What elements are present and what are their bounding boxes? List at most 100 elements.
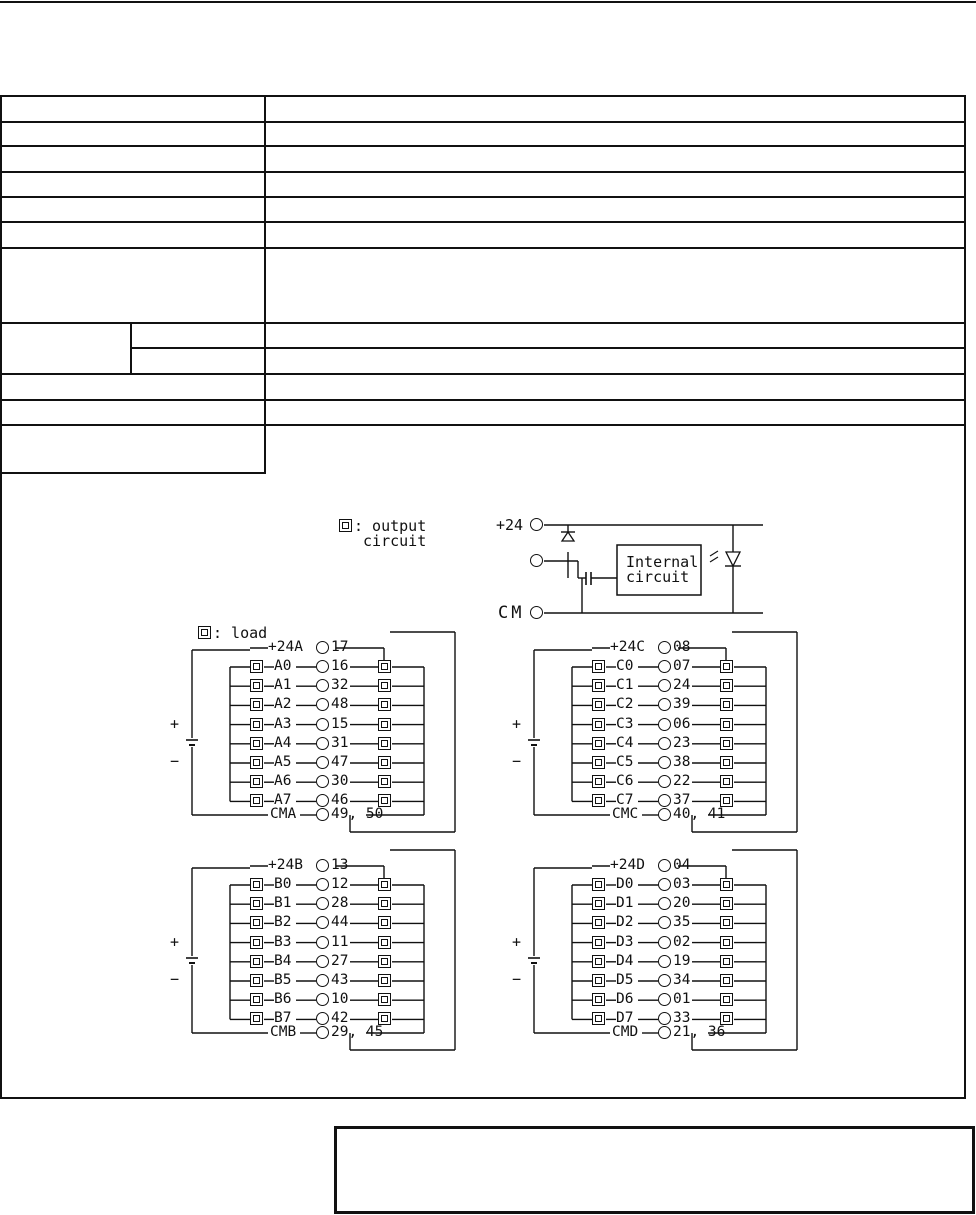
output-circuit-icon	[720, 954, 733, 968]
note-box	[334, 1126, 975, 1214]
output-circuit-icon	[378, 935, 391, 949]
output-terminal-pin	[316, 679, 329, 693]
common-terminal-pin	[316, 808, 329, 821]
output-pin-number: 02	[673, 933, 691, 950]
common-terminal-pin	[658, 1026, 671, 1039]
battery-minus-sign: −	[170, 970, 180, 988]
output-terminal-pin	[658, 756, 671, 769]
load-icon	[592, 717, 605, 731]
output-terminal-pin	[658, 993, 671, 1007]
output-terminal-pin	[316, 974, 329, 987]
output-circuit-icon	[378, 954, 391, 968]
output-circuit-icon	[378, 775, 391, 789]
battery-minus-sign: −	[170, 752, 180, 770]
output-terminal-pin	[316, 897, 329, 911]
output-terminal-pin	[316, 1012, 329, 1026]
output-circuit-icon	[720, 916, 733, 930]
supply-terminal-pin	[316, 859, 329, 872]
output-pin-number: 42	[331, 1010, 349, 1027]
output-circuit-icon	[720, 935, 733, 949]
output-pin-number: 46	[331, 792, 349, 809]
wire	[709, 550, 719, 557]
load-icon	[592, 756, 605, 769]
page-header-rule	[0, 1, 976, 3]
output-signal-label: C0	[616, 658, 634, 674]
load-icon	[592, 698, 605, 712]
output-circuit-icon	[720, 974, 733, 987]
output-signal-label: A4	[274, 734, 292, 751]
output-terminal-pin	[316, 717, 329, 731]
output-circuit-icon	[378, 717, 391, 731]
circuit-output-terminal	[530, 554, 543, 567]
output-pin-number: 12	[331, 876, 349, 892]
load-icon	[592, 935, 605, 949]
output-signal-label: D6	[616, 991, 634, 1008]
output-pin-number: 11	[331, 933, 349, 950]
battery-minus-sign: −	[512, 970, 522, 988]
output-pin-number: 48	[331, 696, 349, 713]
output-terminal-pin	[658, 897, 671, 911]
output-circuit-icon	[378, 916, 391, 930]
output-pin-number: 30	[331, 773, 349, 790]
output-pin-number: 39	[673, 696, 691, 713]
load-icon	[592, 775, 605, 789]
output-terminal-pin	[658, 660, 671, 673]
load-icon	[592, 974, 605, 987]
load-icon	[250, 775, 263, 789]
supply-terminal-pin	[316, 641, 329, 654]
internal-circuit-box	[616, 544, 702, 596]
supply-terminal-label: +24B	[268, 857, 303, 873]
table-row-divider	[2, 247, 964, 249]
output-terminal-pin	[316, 698, 329, 712]
output-pin-number: 06	[673, 715, 691, 732]
output-terminal-pin	[658, 916, 671, 930]
output-pin-number: 44	[331, 914, 349, 931]
output-circuit-icon	[720, 717, 733, 731]
output-signal-label: B3	[274, 933, 292, 950]
output-terminal-pin	[316, 660, 329, 673]
output-circuit-icon	[720, 1012, 733, 1026]
output-pin-number: 01	[673, 991, 691, 1008]
output-pin-number: 35	[673, 914, 691, 931]
output-pin-number: 22	[673, 773, 691, 790]
load-icon	[250, 878, 263, 891]
output-terminal-pin	[658, 717, 671, 731]
output-terminal-pin	[316, 794, 329, 808]
battery-plus-sign: +	[170, 715, 180, 733]
table-row-divider	[2, 399, 964, 401]
output-signal-label: A0	[274, 658, 292, 674]
output-pin-number: 31	[331, 734, 349, 751]
table-row-divider	[2, 373, 964, 375]
output-terminal-pin	[316, 756, 329, 769]
output-pin-number: 43	[331, 972, 349, 988]
output-terminal-pin	[316, 736, 329, 750]
load-icon	[592, 736, 605, 750]
diode-icon	[560, 530, 576, 542]
output-circuit-icon	[378, 756, 391, 769]
table-row-divider	[2, 145, 964, 147]
output-terminal-pin	[316, 954, 329, 968]
output-signal-label: C5	[616, 754, 634, 770]
output-pin-number: 47	[331, 754, 349, 770]
supply-terminal-label: +24D	[610, 857, 645, 873]
output-terminal-pin	[316, 775, 329, 789]
output-signal-label: D0	[616, 876, 634, 892]
table-row-divider	[2, 322, 964, 324]
load-legend: : load	[213, 624, 268, 642]
output-circuit-icon	[720, 897, 733, 911]
common-pin-number: 40, 41	[673, 806, 726, 822]
circuit-supply-terminal	[530, 518, 543, 531]
output-circuit-legend: : output circuit	[354, 517, 427, 550]
output-circuit-icon	[378, 660, 391, 673]
output-terminal-pin	[658, 954, 671, 968]
output-pin-number: 37	[673, 792, 691, 809]
supply-terminal-pin	[658, 641, 671, 654]
output-pin-number: 28	[331, 895, 349, 912]
specification-table	[0, 95, 966, 1099]
table-row-divider	[2, 171, 964, 173]
output-circuit-icon	[720, 878, 733, 891]
load-icon	[592, 993, 605, 1007]
common-terminal-pin	[316, 1026, 329, 1039]
table-row-divider	[2, 196, 964, 198]
